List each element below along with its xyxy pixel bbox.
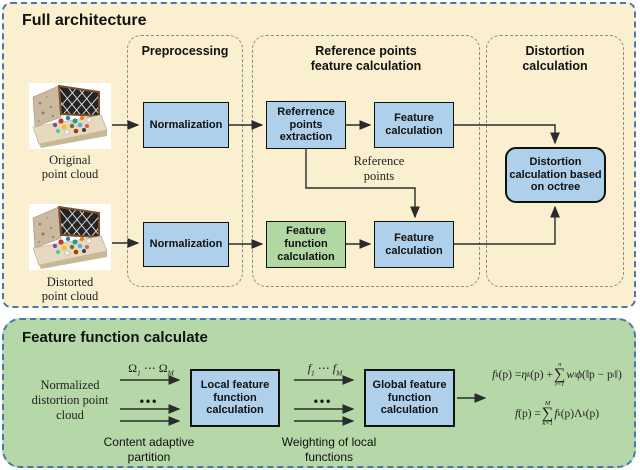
reference-points-extraction-label: Referrence points extraction (277, 105, 335, 144)
content-adaptive-partition-caption: Content adaptive partition (103, 435, 195, 464)
feature-function-calculate-panel: Feature function calculate Normalized di… (2, 318, 636, 468)
normalization-bottom-box: Normalization (143, 222, 229, 267)
section-title-full-architecture: Full architecture (22, 12, 147, 29)
normalized-distortion-point-cloud-label: Normalized distortion point cloud (31, 378, 109, 422)
feature-calculation-top-label: Feature calculation (385, 112, 443, 137)
feature-function-calculation-label: Feature function calculation (277, 225, 335, 263)
weighting-of-local-functions-caption: Weighting of local functions (281, 435, 377, 464)
ellipsis-dots-left: ••• (139, 394, 159, 408)
reference-points-extraction-box: Referrence points extraction (266, 101, 346, 149)
global-feature-function-calculation-label: Global feature function calculation (372, 378, 447, 417)
feature-calculation-top-box: Feature calculation (374, 102, 454, 148)
feature-calculation-bottom-label: Feature calculation (385, 231, 443, 257)
normalization-bottom-label: Normalization (149, 238, 223, 251)
feature-function-calculation-box: Feature function calculation (266, 221, 346, 268)
original-point-cloud-image (29, 83, 111, 149)
group-distortion-calculation: Distortion calculation (486, 35, 624, 287)
group-preprocessing: Preprocessing (127, 35, 243, 287)
global-feature-function-calculation-box: Global feature function calculation (364, 369, 455, 427)
local-feature-function-calculation-box: Local feature function calculation (190, 369, 280, 427)
distorted-point-cloud-image (29, 204, 111, 270)
reference-points-annotation: Reference points (353, 154, 405, 183)
section-title-feature-function-calculate: Feature function calculate (22, 329, 208, 346)
normalization-top-box: Normalization (143, 102, 229, 148)
group-title-distortion-calculation: Distortion calculation (522, 44, 588, 73)
full-architecture-panel: Full architecture Preprocessing Referenc… (2, 2, 636, 308)
local-feature-function-calculation-label: Local feature function calculation (200, 378, 270, 417)
group-title-reference-points: Reference points feature calculation (310, 44, 422, 73)
omega-partitions-label: Ω1 ⋯ ΩM (128, 361, 174, 378)
group-title-preprocessing: Preprocessing (141, 44, 229, 58)
local-functions-label: f1 ⋯ fM (307, 361, 343, 378)
original-point-cloud-label: Original point cloud (41, 153, 99, 182)
ellipsis-dots-right: ••• (313, 394, 333, 408)
group-reference-points-feature-calculation: Reference points feature calculation (252, 35, 480, 287)
feature-calculation-bottom-box: Feature calculation (374, 221, 454, 268)
distortion-calculation-octree-label: Distortion calculation based on octree (509, 155, 602, 194)
normalization-top-label: Normalization (149, 118, 223, 131)
distortion-calculation-octree-box: Distortion calculation based on octree (505, 147, 606, 203)
distorted-point-cloud-label: Distorted point cloud (41, 275, 99, 304)
